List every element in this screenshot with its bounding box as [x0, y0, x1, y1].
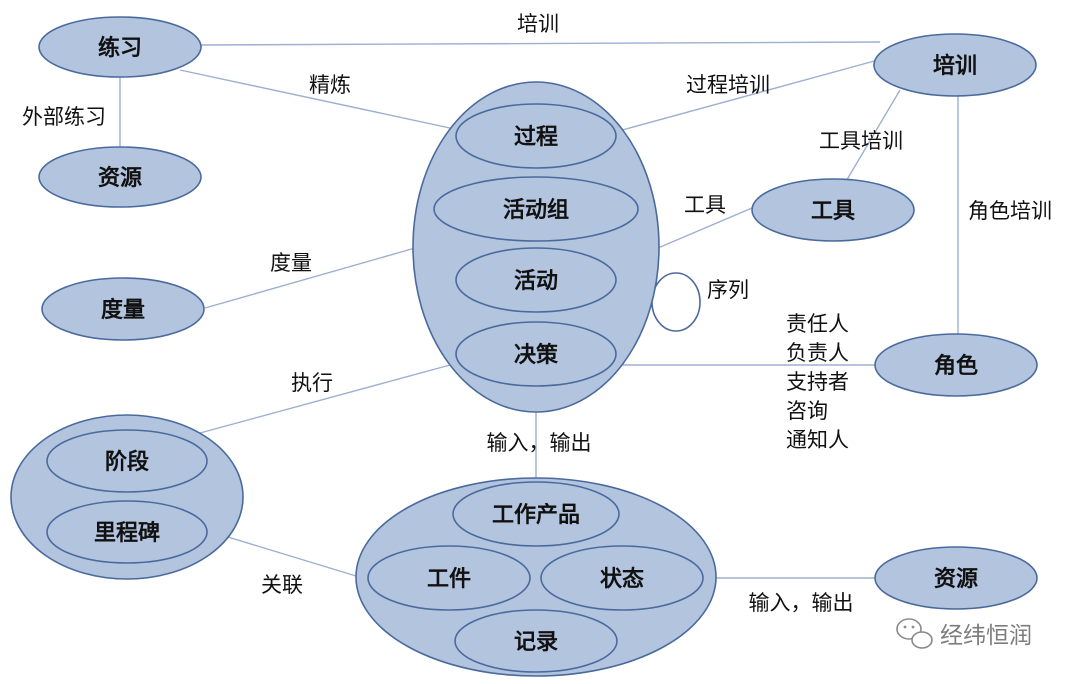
label-gongjupeixun: 工具培训 — [819, 129, 903, 153]
watermark: 经纬恒润 — [896, 618, 1032, 649]
node-workproduct-container: 工作产品 工件 状态 记录 — [355, 477, 717, 677]
edge-lianxi-guocheng — [179, 69, 451, 129]
label-raci-3: 咨询 — [786, 399, 828, 423]
node-gongjian-label: 工件 — [427, 567, 471, 592]
label-shuru-bottom: 输入，输出 — [749, 591, 854, 615]
node-gongjian — [367, 545, 531, 611]
label-jinglian: 精炼 — [309, 73, 351, 97]
edge-duliang-main — [204, 247, 416, 309]
node-juece — [455, 321, 617, 387]
node-juese: 角色 — [874, 333, 1038, 397]
node-lichengbei — [46, 500, 208, 564]
node-huodong-label: 活动 — [514, 269, 558, 294]
node-jieduan — [46, 429, 208, 493]
node-duliang-label: 度量 — [101, 297, 145, 323]
node-gongzuochanpin — [452, 481, 620, 547]
edge-main-gongju — [657, 207, 753, 249]
node-gongju: 工具 — [751, 178, 915, 242]
label-raci-0: 责任人 — [786, 312, 849, 336]
node-lianxi: 练习 — [38, 16, 202, 78]
node-lichengbei-label: 里程碑 — [94, 520, 160, 546]
node-huodong — [455, 247, 617, 313]
edge-main-jieduan — [199, 364, 451, 434]
edge-labels: 培训 精炼 外部练习 过程培训 工具培训 工具 角色培训 度量 序列 责任人 负… — [22, 12, 1052, 615]
node-process-container: 过程 活动组 活动 决策 — [412, 81, 660, 413]
edges — [119, 41, 959, 579]
label-juesepeixun: 角色培训 — [968, 199, 1052, 223]
node-gongju-label: 工具 — [811, 199, 855, 224]
sequence-loop — [651, 272, 701, 332]
node-duliang: 度量 — [41, 277, 205, 341]
label-guochengpeixun: 过程培训 — [686, 73, 770, 97]
label-guanlian: 关联 — [261, 573, 303, 597]
label-waibulianxi: 外部练习 — [22, 105, 106, 129]
watermark-text: 经纬恒润 — [940, 623, 1032, 649]
label-raci-2: 支持者 — [786, 370, 849, 394]
node-huodongzu — [433, 176, 639, 242]
node-gongzuochanpin-label: 工作产品 — [492, 503, 580, 528]
node-jieduan-label: 阶段 — [105, 449, 149, 475]
label-duliang: 度量 — [270, 251, 312, 275]
label-shuru-top: 输入，输出 — [487, 431, 592, 455]
node-guocheng — [455, 103, 617, 169]
node-jilu — [454, 609, 618, 673]
label-peixun-top: 培训 — [517, 12, 559, 36]
label-raci-1: 负责人 — [786, 341, 849, 365]
node-guocheng-label: 过程 — [514, 125, 558, 150]
node-huodongzu-label: 活动组 — [503, 197, 569, 223]
wechat-icon — [896, 618, 933, 649]
node-peixun-label: 培训 — [933, 53, 977, 79]
node-zhuangtai-label: 状态 — [600, 566, 644, 592]
node-juece-label: 决策 — [514, 342, 559, 368]
edge-guocheng-peixun — [614, 59, 879, 133]
node-phase-container: 阶段 里程碑 — [10, 414, 244, 580]
label-gongju: 工具 — [684, 193, 726, 217]
node-juese-label: 角色 — [934, 353, 978, 379]
label-xulie: 序列 — [707, 278, 749, 302]
edge-lichengbei-workproduct — [204, 529, 357, 577]
node-lianxi-label: 练习 — [98, 35, 142, 61]
edge-lianxi-peixun — [199, 41, 881, 46]
node-ziyuan-left-label: 资源 — [98, 166, 142, 191]
node-ziyuan-left: 资源 — [38, 146, 202, 208]
node-jilu-label: 记录 — [514, 630, 558, 655]
node-ziyuan-right-label: 资源 — [934, 567, 978, 592]
node-zhuangtai — [540, 545, 704, 611]
label-zhixing: 执行 — [291, 371, 333, 395]
label-raci-4: 通知人 — [786, 428, 849, 452]
node-ziyuan-right: 资源 — [874, 546, 1038, 610]
node-peixun: 培训 — [873, 33, 1037, 97]
edge-gongju-peixun — [844, 89, 901, 184]
